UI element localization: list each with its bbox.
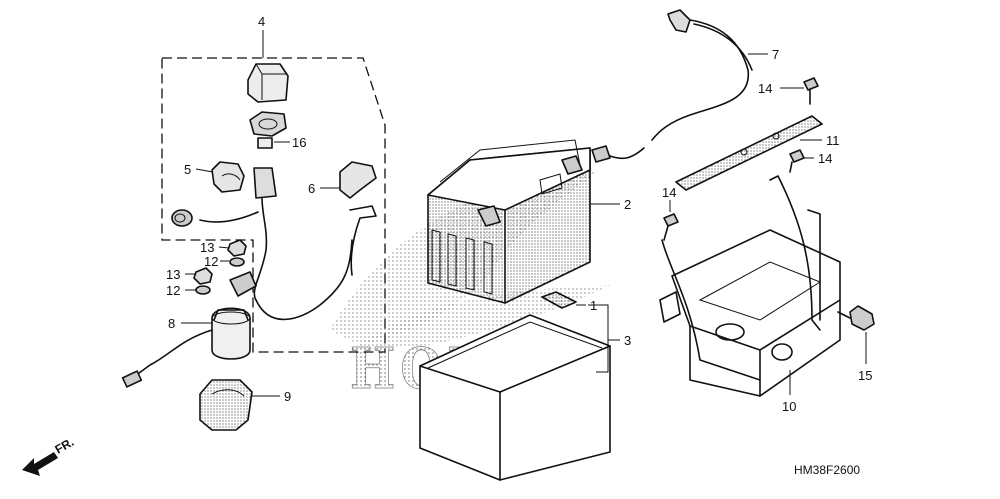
bolt-15: [837, 305, 875, 331]
starter-wiring: [171, 167, 353, 321]
diagram-code: HM38F2600: [794, 463, 860, 477]
callout-12-upper: 12: [204, 254, 218, 269]
callout-2: 2: [624, 197, 631, 212]
seal-grommet: [249, 111, 287, 137]
callout-9: 9: [284, 389, 291, 404]
callout-8: 8: [168, 316, 175, 331]
terminal-cover-5: [211, 161, 245, 193]
battery-lead-6: [349, 205, 377, 276]
terminal-cover-6: [339, 161, 377, 199]
battery-cable-7: [591, 9, 753, 163]
battery-box: [419, 314, 611, 481]
callout-3: 3: [624, 333, 631, 348]
fuse: [257, 137, 273, 149]
callout-11: 11: [826, 133, 840, 148]
bolt-14-left: [663, 213, 679, 241]
callout-14-mid: 14: [818, 151, 832, 166]
starter-relay: [121, 271, 257, 388]
nut-13-lower: [193, 267, 213, 285]
callout-10: 10: [782, 399, 796, 414]
callout-13-lower: 13: [166, 267, 180, 282]
battery-pad: [541, 291, 577, 309]
bolt-14-top: [803, 77, 819, 105]
direction-label: FR.: [53, 435, 77, 457]
battery-tray-10: [659, 175, 841, 397]
washer-12-lower: [195, 285, 211, 295]
callout-12-lower: 12: [166, 283, 180, 298]
callout-7: 7: [772, 47, 779, 62]
bolt-14-mid: [789, 149, 805, 173]
nut-13-upper: [227, 239, 247, 257]
relay-cap: [247, 63, 289, 103]
group-4-boundary: [161, 57, 386, 353]
callout-14-left: 14: [662, 185, 676, 200]
battery-holder-11: [675, 115, 823, 191]
callout-15: 15: [858, 368, 872, 383]
washer-12-upper: [229, 257, 245, 267]
callout-5: 5: [184, 162, 191, 177]
callout-4: 4: [258, 14, 265, 29]
callout-13-upper: 13: [200, 240, 214, 255]
battery: [427, 139, 591, 304]
callout-16: 16: [292, 135, 306, 150]
callout-1: 1: [590, 298, 597, 313]
relay-cover-9: [199, 379, 253, 431]
callout-6: 6: [308, 181, 315, 196]
front-direction-arrow-icon: [22, 452, 58, 476]
callout-14-top: 14: [758, 81, 772, 96]
